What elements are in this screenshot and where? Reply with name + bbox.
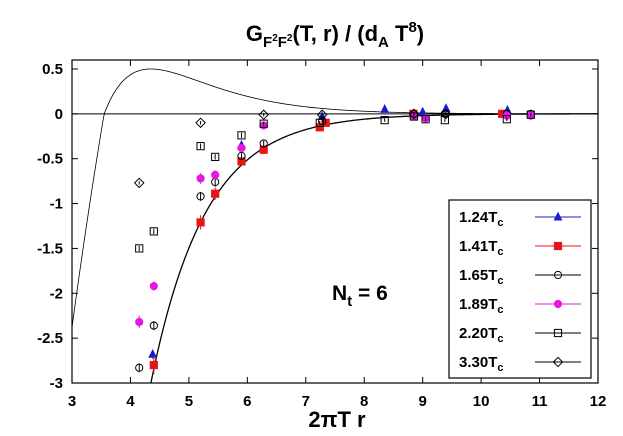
data-point <box>149 321 158 330</box>
chart-title: GF2F2(T, r) / (dA T8) <box>246 19 424 51</box>
series-6 <box>133 108 452 189</box>
x-axis-label: 2πT r <box>308 407 366 432</box>
legend-label: 1.24Tc <box>459 209 503 229</box>
data-point <box>196 192 205 201</box>
legend-marker <box>553 299 563 309</box>
y-tick-label: -2 <box>50 285 63 302</box>
legend-label: 1.65Tc <box>459 267 503 287</box>
y-tick-label: -1.5 <box>37 240 63 257</box>
data-point <box>259 119 268 128</box>
y-tick-label: -2.5 <box>37 330 63 347</box>
data-point <box>135 363 144 372</box>
data-point <box>196 142 205 151</box>
legend-label: 3.30Tc <box>459 354 503 374</box>
data-point <box>526 110 535 119</box>
data-point <box>211 189 220 198</box>
data-point <box>237 143 246 153</box>
y-tick-label: -3 <box>50 375 63 392</box>
data-point <box>148 348 158 358</box>
data-point <box>237 131 246 140</box>
data-point <box>149 227 158 236</box>
data-point <box>440 108 452 120</box>
data-point <box>149 282 158 291</box>
series-5 <box>135 110 535 253</box>
data-point <box>195 117 206 129</box>
x-tick-label: 10 <box>473 393 490 410</box>
y-tick-label: -1 <box>50 196 63 213</box>
y-tick-label: -0.5 <box>37 151 63 168</box>
axes: 3 4 5 6 7 8 9 10 11 12 0.5 0 -0.5 -1 -1.5 -2 -2.5 -3 <box>37 59 607 410</box>
x-tick-label: 7 <box>302 393 310 410</box>
legend-label: 1.89Tc <box>459 296 503 316</box>
x-tick-label: 4 <box>126 393 135 410</box>
legend-box <box>448 199 592 379</box>
data-point <box>237 151 246 161</box>
data-point <box>135 244 144 253</box>
data-point <box>418 106 428 116</box>
data-point <box>258 109 270 121</box>
legend-label: 2.20Tc <box>459 325 503 345</box>
data-marks <box>133 103 535 375</box>
data-point <box>440 116 449 125</box>
x-tick-label: 3 <box>68 393 76 410</box>
x-tick-label: 12 <box>590 393 607 410</box>
y-tick-label: 0 <box>55 106 63 123</box>
data-point <box>135 317 144 327</box>
data-point <box>380 116 389 125</box>
data-point <box>211 170 220 179</box>
legend-marker <box>553 328 563 338</box>
x-tick-label: 6 <box>243 393 251 410</box>
x-tick-label: 11 <box>532 393 548 410</box>
x-tick-label: 9 <box>418 393 426 410</box>
data-point <box>502 115 511 124</box>
x-tick-label: 5 <box>185 393 193 410</box>
data-point <box>196 174 205 183</box>
legend: 1.24Tc 1.41Tc 1.65Tc 1.89Tc 2.20Tc 3.30Tc <box>448 199 592 379</box>
annotation-nt: Nt = 6 <box>332 282 388 310</box>
x-tick-label: 8 <box>360 393 368 410</box>
data-point <box>380 104 390 113</box>
data-point <box>315 118 324 127</box>
data-point <box>318 116 327 126</box>
legend-marker <box>552 356 564 368</box>
data-point <box>133 177 145 189</box>
legend-marker <box>553 241 563 251</box>
legend-marker <box>553 211 563 221</box>
plot-frame <box>71 59 599 384</box>
y-tick-label: 0.5 <box>42 61 63 78</box>
data-point <box>196 218 205 227</box>
data-point <box>259 139 268 148</box>
data-point <box>421 115 430 124</box>
data-point <box>211 152 220 162</box>
legend-label: 1.41Tc <box>459 238 503 258</box>
data-point <box>149 360 158 370</box>
data-point <box>408 108 420 120</box>
data-point <box>441 103 451 112</box>
legend-marker <box>553 270 563 280</box>
data-point <box>316 109 328 121</box>
